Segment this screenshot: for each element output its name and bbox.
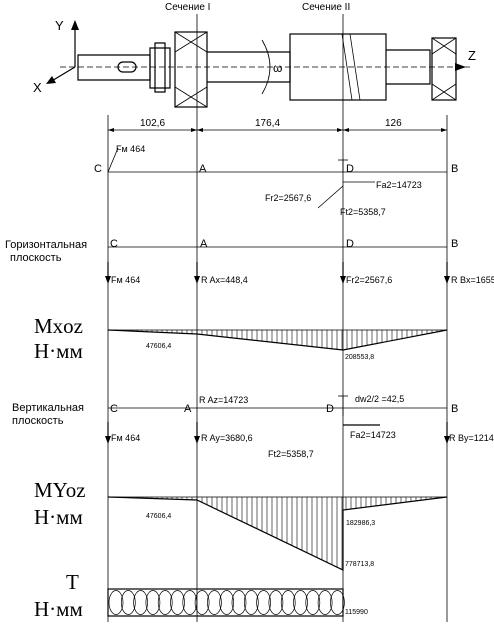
h-moment-outline	[107, 329, 448, 351]
torque-unit: Н·мм	[34, 597, 83, 621]
dim-102: 102,6	[140, 118, 165, 129]
v-value-3: 778713,8	[345, 561, 374, 568]
torque-loop	[170, 590, 185, 615]
rotation-arc	[261, 39, 271, 95]
z-axis-label: Z	[468, 48, 476, 63]
h-value-1: 47606,4	[146, 343, 171, 350]
x-axis-arrow	[49, 66, 76, 83]
point-a: A	[199, 163, 207, 175]
h-fm: Fм 464	[111, 275, 140, 285]
v-fm: Fм 464	[111, 433, 140, 443]
general-fm: Fм 464	[116, 144, 145, 154]
v-rby: R By=1214,1	[449, 433, 494, 443]
h-point-c: C	[110, 238, 118, 250]
worm-body	[289, 33, 387, 101]
torque-band	[107, 588, 344, 617]
point-b: B	[451, 163, 458, 175]
general-ft: Ft2=5358,7	[340, 207, 386, 217]
general-fa: Fa2=14723	[376, 180, 422, 190]
v-value-1: 47606,4	[146, 513, 171, 520]
torque-loop	[268, 590, 284, 615]
v-ft: Ft2=5358,7	[268, 449, 314, 459]
torque-loop	[120, 590, 136, 615]
h-fr: Fr2=2567,6	[346, 275, 392, 285]
horizontal-title-1: Горизонтальная	[5, 239, 87, 251]
h-moment-unit: Н·мм	[34, 339, 83, 363]
y-axis-label: Y	[55, 18, 64, 33]
x-axis-label: X	[33, 80, 42, 95]
v-moment-unit: Н·мм	[34, 505, 83, 529]
v-value-2: 182986,3	[346, 520, 375, 527]
section-ii-label: Сечение II	[302, 2, 350, 13]
dimension-row: 102,6 176,4 126	[108, 118, 447, 132]
h-rbx: R Bx=1655,2	[451, 275, 494, 285]
torque-loop	[207, 590, 222, 615]
point-c: C	[94, 163, 102, 175]
v-moment-outline	[107, 496, 448, 571]
h-moment-label: Mxoz	[34, 314, 83, 338]
torque-loop	[317, 590, 333, 615]
x-arrowhead	[46, 76, 56, 84]
v-point-d: D	[326, 403, 334, 415]
v-ray: R Ay=3680,6	[201, 433, 253, 443]
y-arrowhead	[71, 20, 79, 30]
torque-loop	[330, 590, 345, 615]
torque-loop	[157, 590, 173, 615]
v-fa: Fa2=14723	[350, 430, 396, 440]
h-value-2: 208553,8	[345, 354, 374, 361]
torque-loops	[108, 590, 345, 615]
general-fr: Fr2=2567,6	[265, 193, 311, 203]
v-moment-label: MYoz	[34, 478, 86, 502]
keyway	[117, 61, 137, 73]
v-point-c: C	[110, 403, 118, 415]
horizontal-plane: Горизонтальная плоскость C A D B Fм 464 …	[5, 238, 494, 363]
torque-loop	[280, 590, 296, 615]
h-point-b: B	[451, 238, 458, 250]
h-point-d: D	[346, 238, 354, 250]
h-moment-hatch	[111, 330, 443, 350]
dim-176: 176,4	[255, 118, 280, 129]
torque-loop	[194, 590, 210, 615]
v-raz: R Az=14723	[199, 395, 248, 405]
z-arrowhead	[455, 63, 466, 71]
torque-value: 115990	[345, 609, 368, 616]
section-i-label: Сечение I	[165, 2, 210, 13]
h-point-a: A	[200, 238, 208, 250]
torque-label: T	[66, 570, 79, 594]
v-point-a: A	[184, 403, 192, 415]
h-rax: R Ax=448,4	[201, 275, 248, 285]
torque-loop	[256, 590, 271, 615]
dim-126: 126	[385, 118, 402, 129]
v-dw: dw2/2 =42,5	[355, 394, 404, 404]
horizontal-title-2: плоскость	[10, 252, 62, 264]
shaft-collar	[154, 42, 166, 93]
torque-loop	[219, 590, 235, 615]
torque-loop	[305, 590, 321, 615]
vertical-title-2: плоскость	[12, 415, 64, 427]
torque-loop	[243, 590, 259, 615]
v-moment-hatch	[111, 497, 447, 570]
general-scheme: C A D B Fм 464 Fa2=14723 Fr2=2567,6 Ft2=…	[94, 144, 458, 217]
bearing-a	[174, 31, 208, 108]
reference-lines	[107, 14, 448, 622]
vertical-plane: Вертикальная плоскость C A D B R Az=1472…	[12, 394, 494, 571]
torque-loop	[293, 590, 308, 615]
vertical-title-1: Вертикальная	[12, 402, 84, 414]
torque-loop	[108, 590, 124, 615]
v-point-b: B	[451, 403, 458, 415]
point-d: D	[346, 163, 354, 175]
bearing-b	[431, 37, 457, 101]
torque-loop	[182, 590, 198, 615]
shaft-drawing: ω Y X Z	[33, 18, 476, 108]
shaft-end-stub	[77, 54, 151, 81]
torque-loop	[145, 590, 161, 615]
shaft-step-1	[149, 47, 171, 89]
torque-loop	[133, 590, 148, 615]
torque-diagram: T Н·мм 115990	[34, 570, 368, 621]
torque-loop	[231, 590, 247, 615]
omega-label: ω	[273, 61, 282, 75]
